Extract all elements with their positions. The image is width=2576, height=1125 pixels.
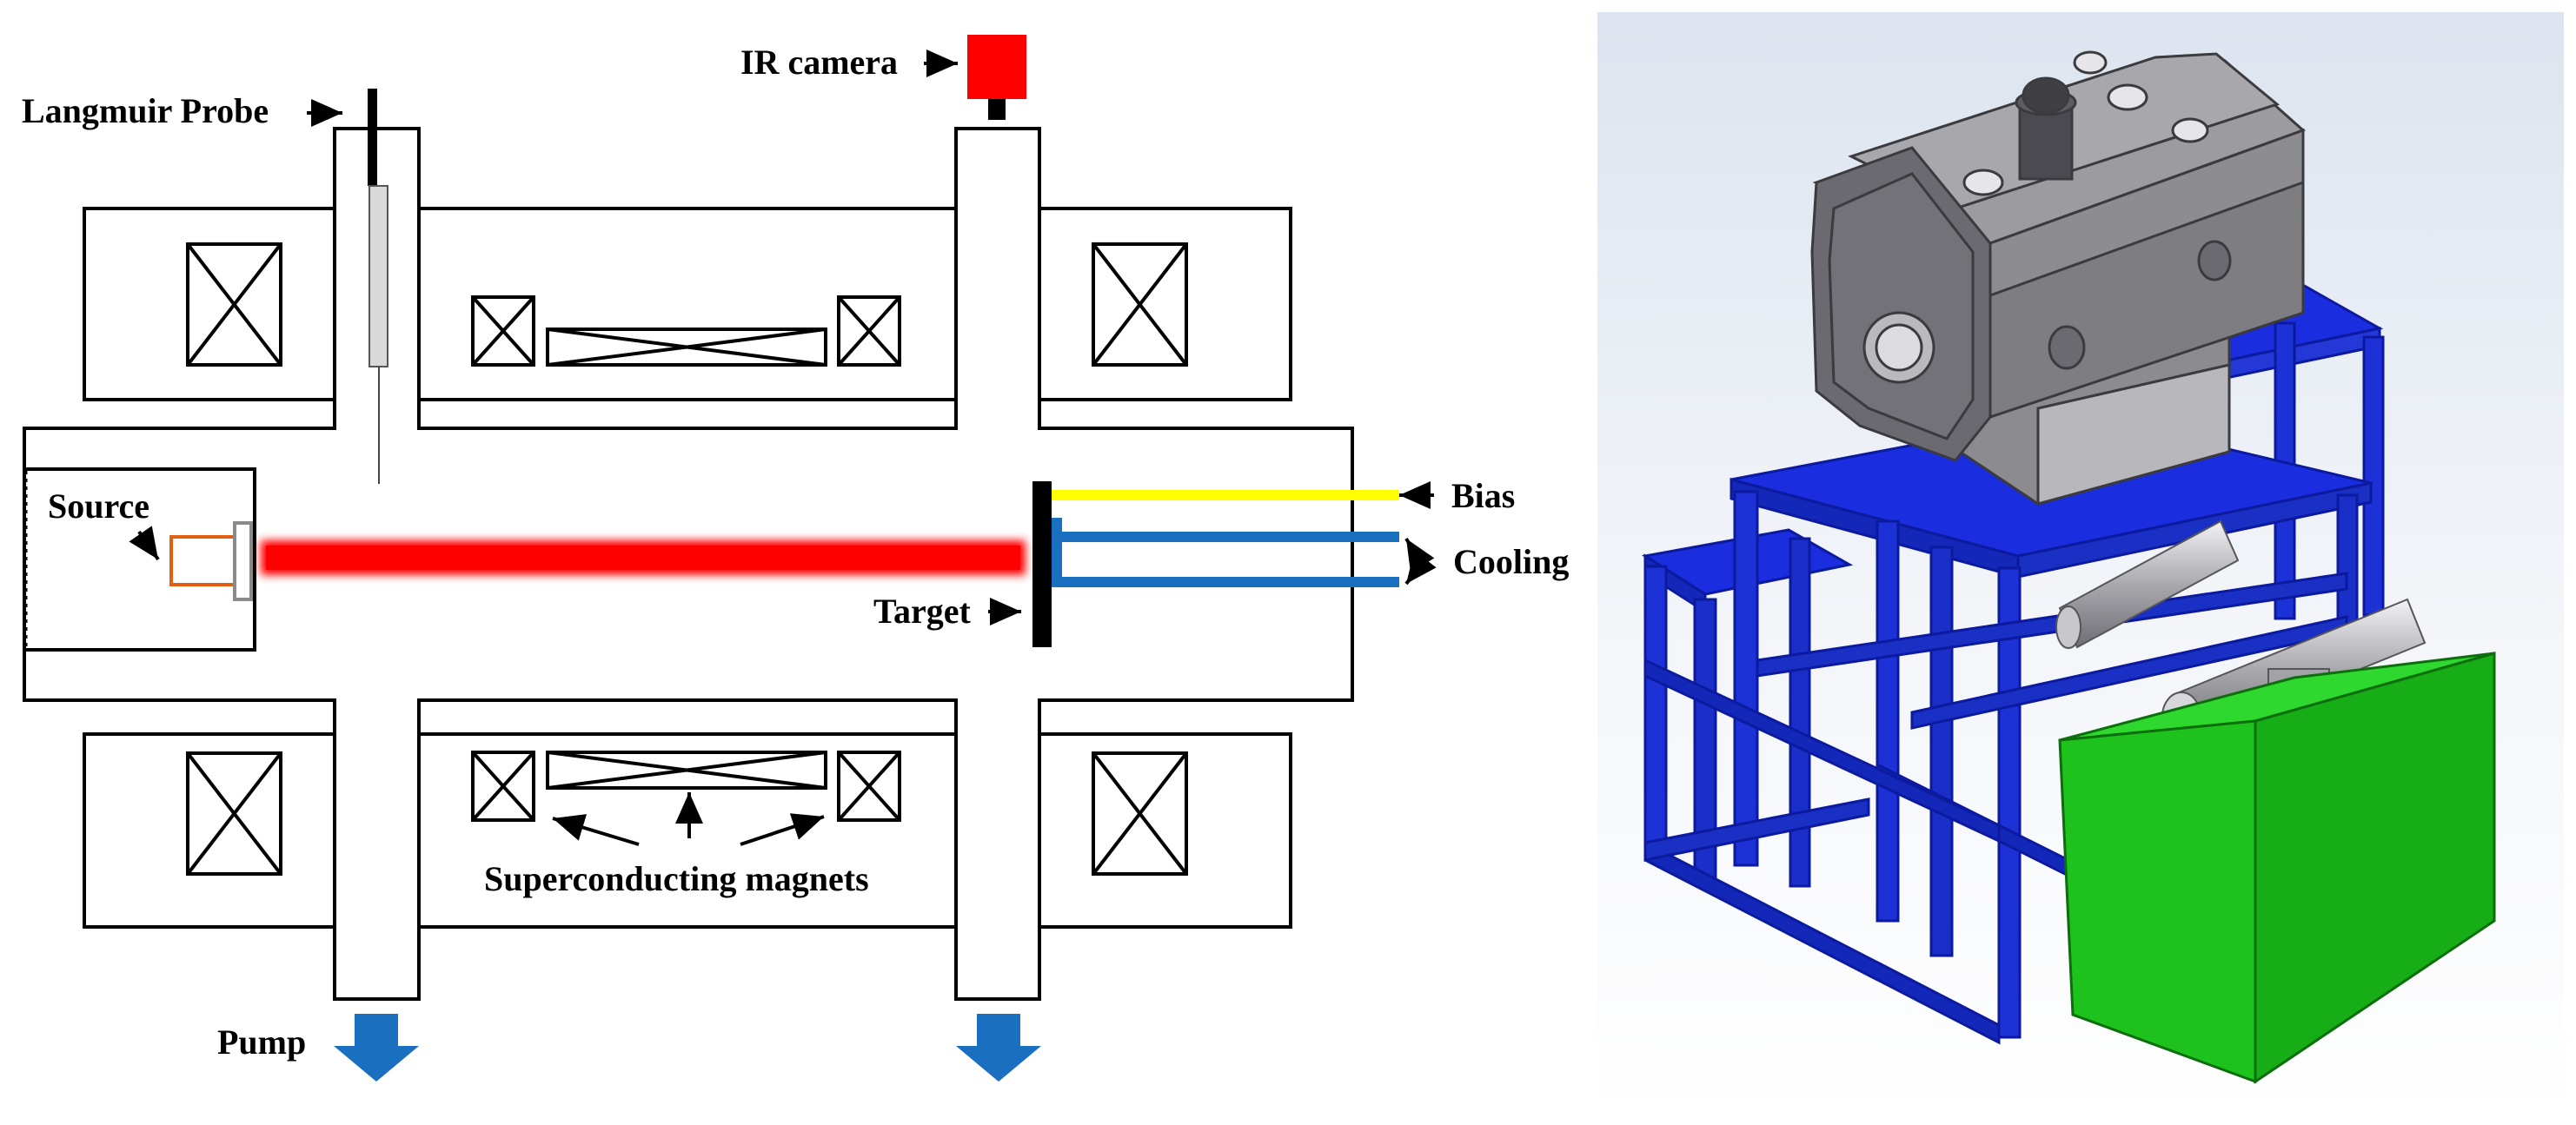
schematic-diagram [23, 89, 1354, 1001]
cooling-lines [1052, 518, 1399, 587]
magnet-coil-5 [471, 295, 535, 367]
magnet-housing-bottom-middle [419, 732, 956, 929]
ir-camera-icon [967, 35, 1026, 99]
cad-render [1597, 12, 2564, 1115]
source-plate [233, 521, 253, 601]
langmuir-probe-rod [368, 89, 377, 186]
magnet-coil-4 [1092, 751, 1188, 876]
magnet-housing-top-right [1039, 207, 1292, 401]
pump-arrow-icon-left [334, 1014, 419, 1082]
magnet-coil-1 [186, 242, 282, 367]
target-label: Target [873, 592, 972, 631]
superconducting-magnets-label: Superconducting magnets [484, 859, 869, 898]
magnet-coil-8 [471, 751, 535, 822]
ir-camera-mount [988, 99, 1006, 120]
vacuum-chamber [1810, 50, 2306, 506]
pump-label: Pump [217, 1022, 306, 1062]
magnet-coil-9 [837, 751, 901, 822]
source-label: Source [48, 486, 149, 526]
magnet-housing-bottom-right [1039, 732, 1292, 929]
target-plate [1032, 481, 1052, 647]
bias-line [1052, 490, 1399, 500]
source-housing [24, 467, 256, 652]
pump-unit [2058, 652, 2496, 1084]
magnet-coil-3 [186, 751, 282, 876]
source-icon [169, 535, 236, 586]
magnet-housing-bottom-left [83, 732, 335, 929]
magnet-coil-7 [546, 328, 827, 367]
annotation-arrows [129, 50, 1437, 846]
chamber-outline [23, 127, 1354, 1001]
bias-label: Bias [1451, 476, 1515, 515]
magnet-coil-10 [546, 751, 827, 790]
langmuir-probe-label: Langmuir Probe [22, 91, 269, 130]
pump-arrow-icon-right [956, 1014, 1041, 1082]
magnet-housing-top-middle [419, 207, 956, 401]
cooling-label: Cooling [1453, 542, 1569, 581]
magnet-housing-top-left [83, 207, 335, 401]
magnet-coil-6 [837, 295, 901, 367]
magnet-coil-2 [1092, 242, 1188, 367]
langmuir-probe-sleeve [368, 185, 388, 367]
ir-camera-label: IR camera [740, 43, 898, 82]
